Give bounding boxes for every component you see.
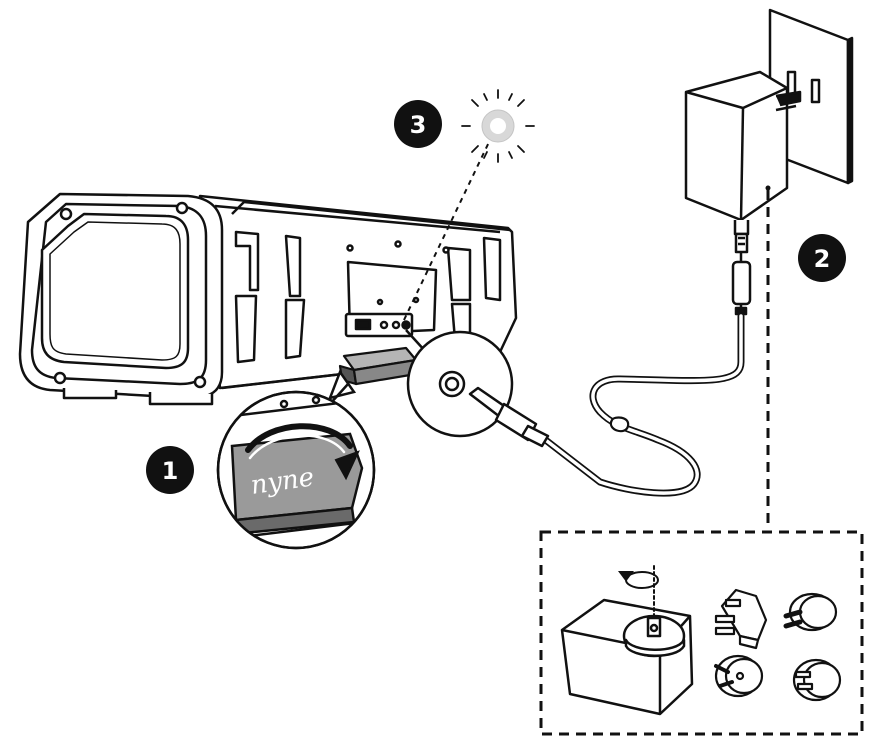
adapter-base-icon xyxy=(562,600,692,714)
uk-plug-adapter-icon xyxy=(716,590,766,648)
step-badge-2: 2 xyxy=(798,234,846,282)
au-plug-adapter-icon xyxy=(716,656,762,696)
eu-plug-adapter-icon xyxy=(786,594,836,630)
step-number-3: 3 xyxy=(410,111,427,139)
step-number-2: 2 xyxy=(814,245,831,273)
plug-adapters-box xyxy=(541,532,862,734)
flap-zoom-icon xyxy=(216,372,380,548)
step-badge-3: 3 xyxy=(394,100,442,148)
step-badge-1: 1 xyxy=(146,446,194,494)
us-plug-adapter-icon xyxy=(794,660,840,700)
power-adapter-icon xyxy=(686,72,800,316)
step-number-1: 1 xyxy=(162,457,179,485)
cable-icon xyxy=(543,316,741,493)
led-indicator-icon xyxy=(462,90,534,162)
